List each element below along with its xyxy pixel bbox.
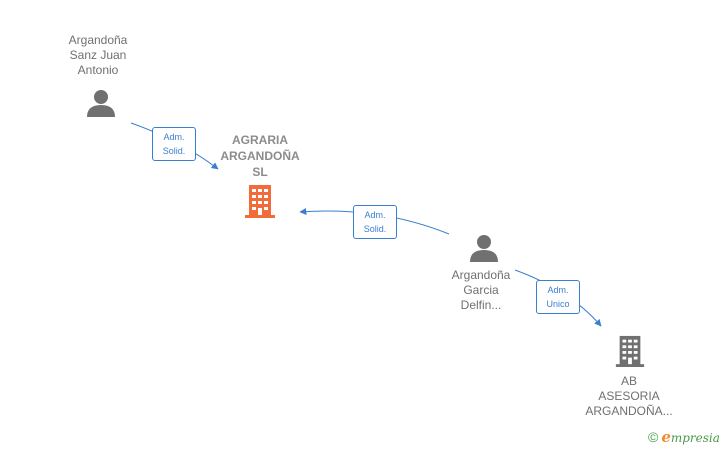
copyright-symbol: © [648,429,659,445]
brand-name: mpresia [670,431,720,445]
edge-label-line-2: Unico [546,299,570,309]
company-agraria-label[interactable]: AGRARIA ARGANDOÑA SL [210,132,310,180]
company-agraria-line-1: AGRARIA [232,133,288,147]
building-icon[interactable] [243,184,277,218]
edge-label-line-1: Adm. [364,210,386,220]
company-ab-line-1: AB [620,374,637,388]
person-garcia-line-1: Argandoña [451,268,511,282]
person-sanz-line-3: Antonio [77,63,119,77]
person-garcia-line-3: Delfin... [460,298,502,312]
edge-label-line-1: Adm. [163,132,185,142]
person-sanz-line-1: Argandoña [68,33,128,47]
person-garcia-line-2: Garcia [463,283,499,297]
person-sanz-label[interactable]: Argandoña Sanz Juan Antonio [48,33,148,78]
edge-label-sanz-agraria[interactable]: Adm. Solid. [152,127,196,161]
brand-initial: e [661,428,671,446]
building-icon[interactable] [614,334,646,368]
person-sanz-line-2: Sanz Juan [69,48,127,62]
edge-label-line-1: Adm. [547,285,569,295]
company-ab-line-2: ASESORIA [598,389,660,403]
company-ab-line-3: ARGANDOÑA... [585,404,673,418]
edge-label-line-2: Solid. [162,146,186,156]
edge-label-garcia-agraria[interactable]: Adm. Solid. [353,205,397,239]
edge-label-garcia-ab[interactable]: Adm. Unico [536,280,580,314]
person-icon[interactable] [469,233,499,263]
person-garcia-label[interactable]: Argandoña Garcia Delfin... [431,268,531,313]
company-agraria-line-3: SL [252,165,268,179]
company-agraria-line-2: ARGANDOÑA [220,149,300,163]
empresia-logo: ©empresia [648,428,720,446]
company-ab-label[interactable]: AB ASESORIA ARGANDOÑA... [574,374,684,419]
edge-label-line-2: Solid. [363,224,387,234]
person-icon[interactable] [86,88,116,118]
